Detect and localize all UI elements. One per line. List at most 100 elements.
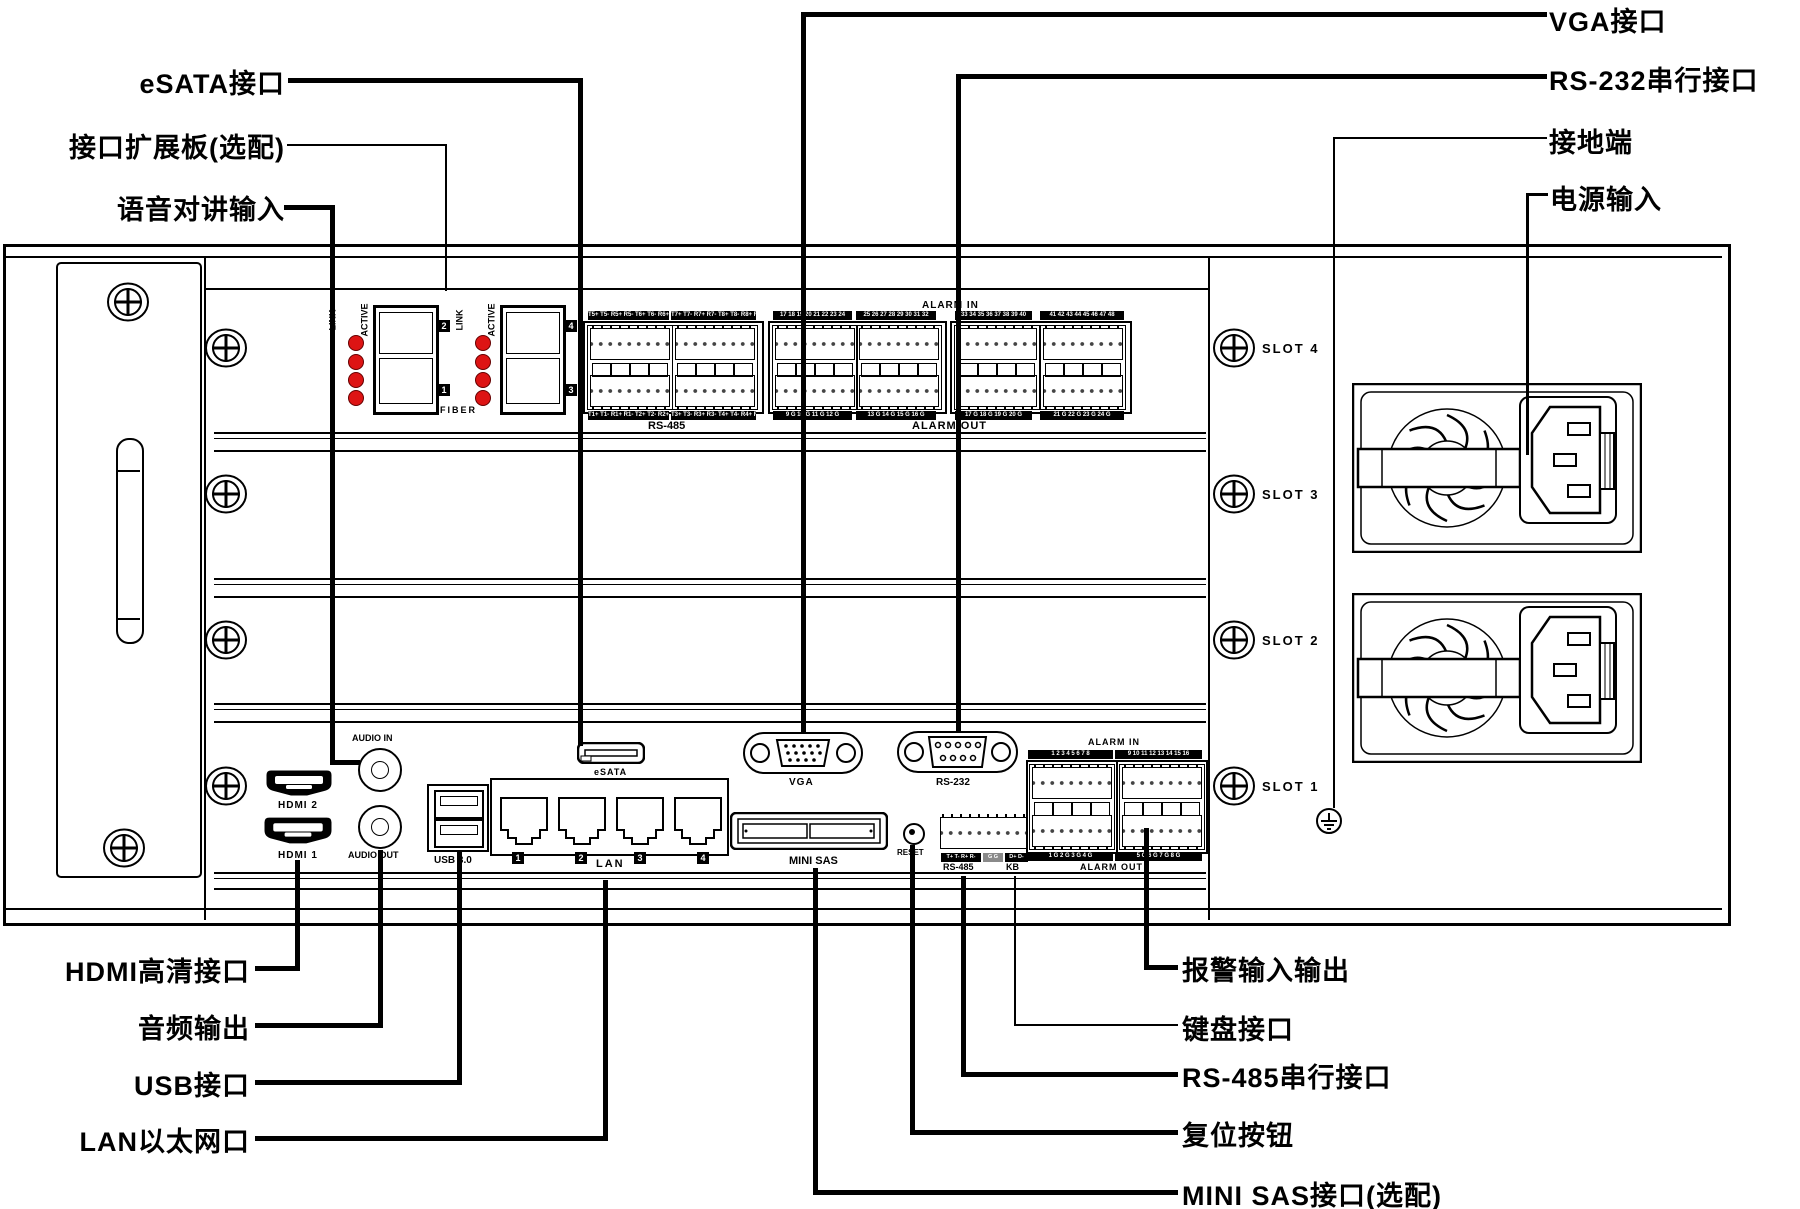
- usb-block[interactable]: [427, 784, 489, 852]
- audio-out-callout-line: [378, 850, 383, 1028]
- audio-out-jack[interactable]: [358, 805, 402, 849]
- alarm-io-callout-line: [1144, 828, 1149, 970]
- fiber-led: [475, 390, 491, 406]
- rs232-callout-line: [956, 74, 961, 733]
- sfp-cage-group-2: [500, 305, 566, 415]
- alarm-in-io-strip: 1 2 3 4 5 6 7 8: [1028, 750, 1113, 759]
- sfp-badge: 3: [565, 384, 577, 396]
- reset-callout-line: [910, 1130, 1178, 1135]
- alarm-io-block-2: [1116, 760, 1208, 854]
- hdmi2-port[interactable]: [266, 770, 332, 796]
- audio-in-label: AUDIO IN: [352, 733, 393, 743]
- alarm-out-card-label: ALARM OUT: [912, 420, 987, 432]
- rs485-callout-line: [961, 1072, 1178, 1077]
- slot1-screw-right: [1212, 766, 1256, 806]
- reset-button[interactable]: [903, 823, 925, 845]
- audio-in-jack[interactable]: [358, 748, 402, 792]
- slot2-screw-right: [1212, 620, 1256, 660]
- rs485-pins-strip: T+ T- R+ R-: [941, 853, 981, 862]
- hdmi1-label: HDMI 1: [278, 850, 318, 861]
- psu-top: [1352, 383, 1642, 553]
- alarm-in-strip: 25 26 27 28 29 30 31 32: [856, 311, 936, 320]
- expansion-callout-line: [445, 144, 447, 291]
- vga-label: VGA: [789, 777, 814, 788]
- lan-label: LAN: [596, 858, 625, 870]
- slot4-card-top-edge: [205, 288, 1208, 290]
- callout-intercom: 语音对讲输入: [117, 195, 285, 225]
- rs485-card-label: RS-485: [648, 420, 686, 432]
- plate-handle-line2: [118, 618, 140, 620]
- ground-terminal[interactable]: [1316, 808, 1342, 834]
- vga-port[interactable]: [743, 732, 863, 774]
- slot-rail-4-3: [214, 432, 1206, 452]
- power-callout-line: [1526, 193, 1548, 196]
- lan-port-2[interactable]: [558, 796, 606, 846]
- vga-callout-line: [801, 12, 1547, 17]
- lan-port-number: 3: [634, 852, 646, 864]
- chassis-inner-bottom-line: [6, 908, 1722, 910]
- slot2-screw-left: [204, 620, 248, 660]
- callout-keyboard: 键盘接口: [1182, 1015, 1294, 1045]
- callout-power: 电源输入: [1550, 185, 1662, 215]
- alarm-out-io-strip: 5 G 6 G 7 G 8 G: [1115, 852, 1202, 861]
- fiber-led: [348, 335, 364, 351]
- slot1-screw-left: [204, 766, 248, 806]
- fiber-led: [348, 372, 364, 388]
- slot-rail-2-1: [214, 703, 1206, 723]
- hdmi-callout-line: [255, 966, 300, 971]
- alarm-out-strip: 13 G 14 G 15 G 16 G: [856, 411, 936, 420]
- rs232-port[interactable]: [897, 731, 1018, 773]
- plate-handle: [116, 438, 144, 644]
- gnd-pins-strip: G G: [983, 853, 1003, 862]
- rs485-kb-header: [940, 814, 1027, 849]
- alarm-in-strip: 33 34 35 36 37 38 39 40: [955, 311, 1032, 320]
- lan-port-4[interactable]: [674, 796, 722, 846]
- chassis-inner-top-line: [6, 256, 1722, 258]
- callout-ground: 接地端: [1549, 128, 1633, 158]
- slot4-screw-left: [204, 328, 248, 368]
- lan-port-3[interactable]: [616, 796, 664, 846]
- alarm-io-block-1: [1026, 760, 1118, 854]
- fiber-label: FIBER: [440, 405, 477, 415]
- rs232-callout-line: [956, 74, 1547, 79]
- ground-callout-line: [1333, 137, 1547, 139]
- alarm-out-io-strip: 1 G 2 G 3 G 4 G: [1028, 852, 1113, 861]
- kb-pins-strip: D+ D-: [1005, 853, 1028, 862]
- callout-alarm-io: 报警输入输出: [1182, 956, 1350, 986]
- lan-port-number: 1: [512, 852, 524, 864]
- keyboard-callout-line: [1014, 876, 1016, 1026]
- minisas-callout-line: [813, 868, 818, 1195]
- lan-port-1[interactable]: [500, 796, 548, 846]
- minisas-callout-line: [813, 1190, 1178, 1195]
- expansion-callout-line: [287, 144, 447, 146]
- usb-label: USB 3.0: [434, 855, 472, 866]
- lan-port-number: 2: [575, 852, 587, 864]
- sfp-badge: 1: [438, 384, 450, 396]
- hdmi1-port[interactable]: [264, 814, 332, 847]
- alarm-out-strip: 21 G 22 G 23 G 24 G: [1040, 411, 1124, 420]
- callout-usb: USB接口: [133, 1071, 250, 1101]
- alarm-in-io-label: ALARM IN: [1088, 737, 1140, 747]
- alarm-in-card-label: ALARM IN: [922, 300, 979, 311]
- callout-reset: 复位按钮: [1182, 1121, 1294, 1151]
- callout-lan: LAN以太网口: [79, 1127, 250, 1157]
- intercom-callout-line: [284, 205, 335, 210]
- kb-port-label: KB: [1006, 862, 1019, 872]
- fiber-led: [348, 390, 364, 406]
- cage-right-wall: [1208, 258, 1210, 920]
- alarm-out-strip: 17 G 18 G 19 G 20 G: [955, 411, 1032, 420]
- fiber-active-label-1: ACTIVE: [359, 303, 370, 337]
- callout-vga: VGA接口: [1549, 7, 1667, 37]
- lan-callout-line: [603, 880, 608, 1141]
- minisas-port[interactable]: [730, 812, 888, 850]
- hdmi-callout-line: [295, 860, 300, 971]
- sfp-badge: 2: [438, 320, 450, 332]
- esata-port[interactable]: [577, 742, 645, 764]
- lan-callout-line: [255, 1136, 608, 1141]
- intercom-callout-line: [330, 760, 360, 765]
- plate-handle-line1: [118, 470, 140, 472]
- vga-callout-line: [801, 12, 806, 734]
- rs485-callout-line: [961, 876, 966, 1077]
- slot3-label: SLOT 3: [1262, 487, 1320, 502]
